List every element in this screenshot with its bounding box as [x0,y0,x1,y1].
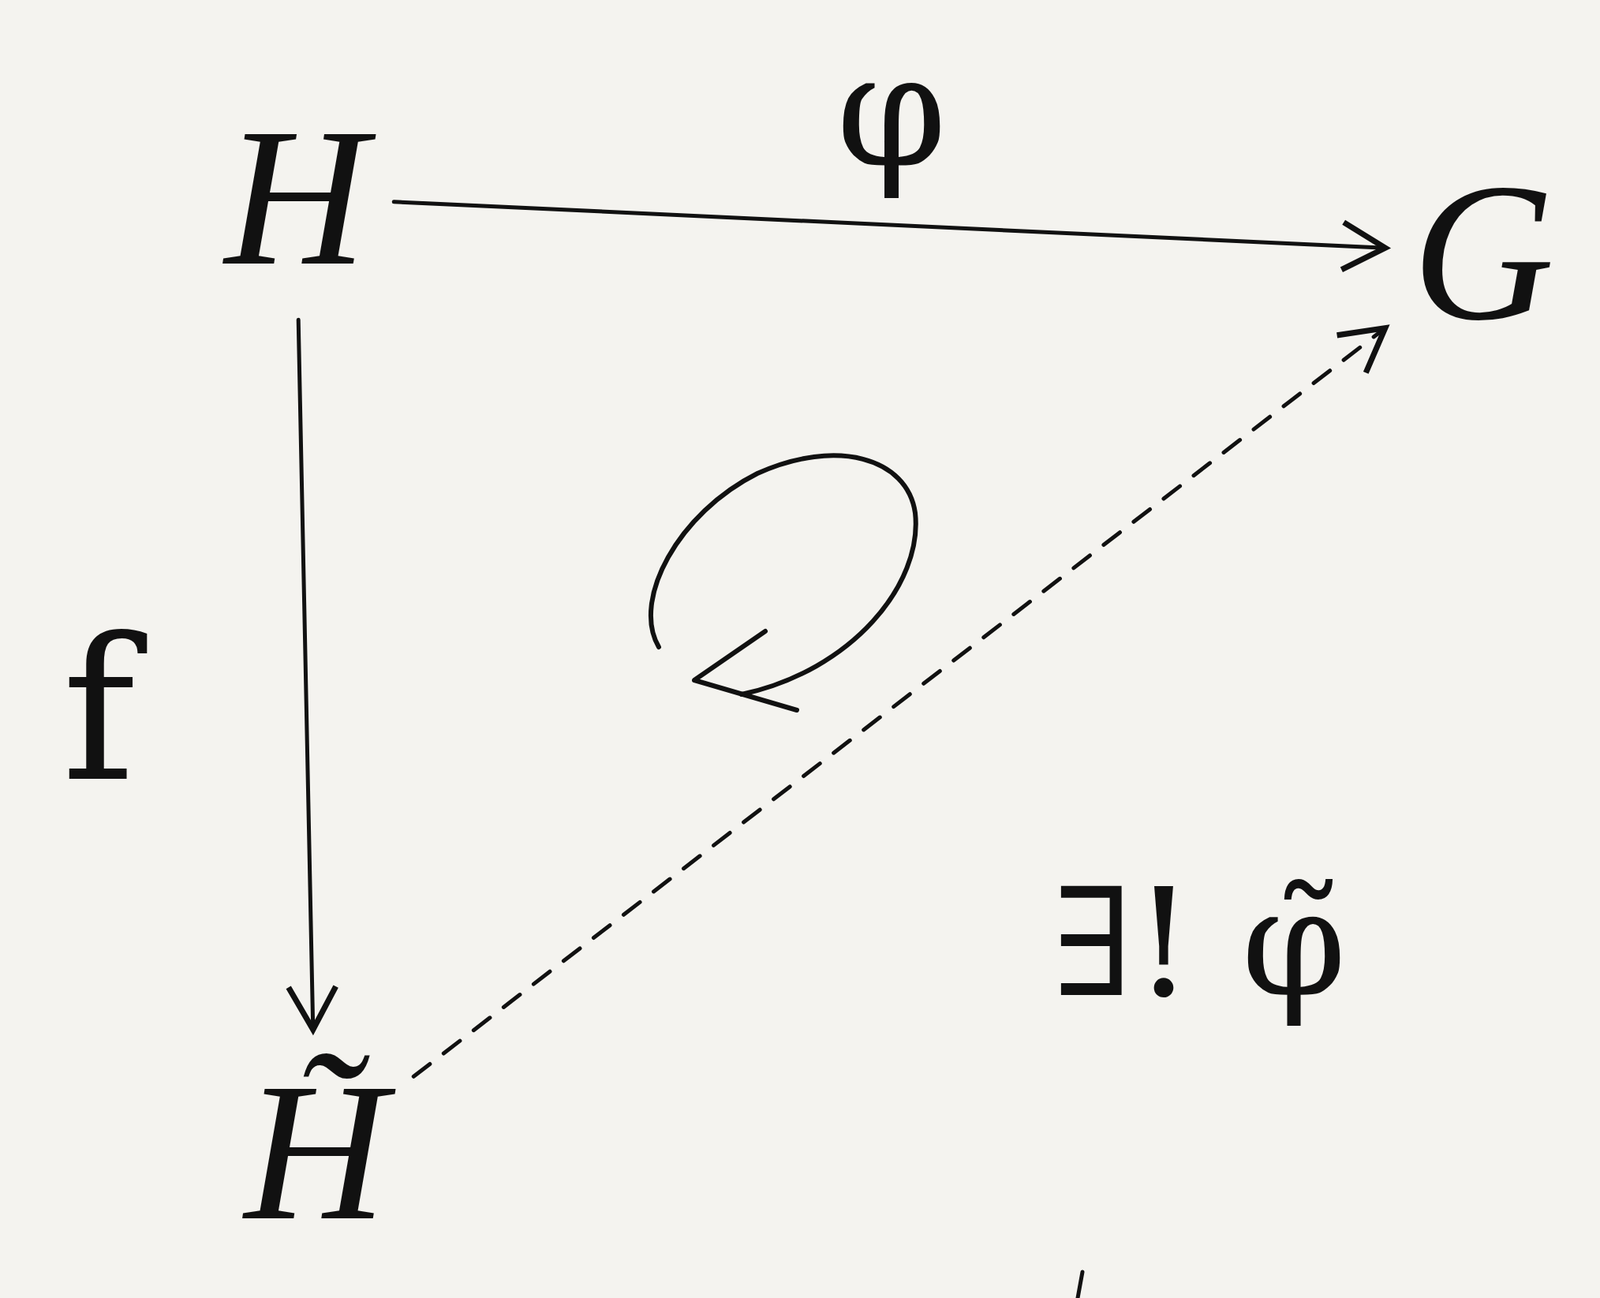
dashed-unique-arrow [413,328,1385,1077]
object-node: H̃ [233,1045,399,1260]
object-node: G [1401,145,1567,360]
object-label: H̃ [244,1048,388,1257]
morphism-label: f [62,601,136,819]
commutes-symbol [650,455,916,695]
morphism-label: ∃! φ̃ [1052,860,1347,1026]
morphism-arrow [393,201,1385,248]
stray-stroke [1077,1271,1083,1298]
object-label: G [1412,149,1556,357]
object-label: H [224,93,368,302]
morphism-arrow [298,319,314,1030]
morphism-label: φ [836,23,947,198]
object-node: H [213,90,379,305]
commutes-arrowhead [694,631,797,711]
